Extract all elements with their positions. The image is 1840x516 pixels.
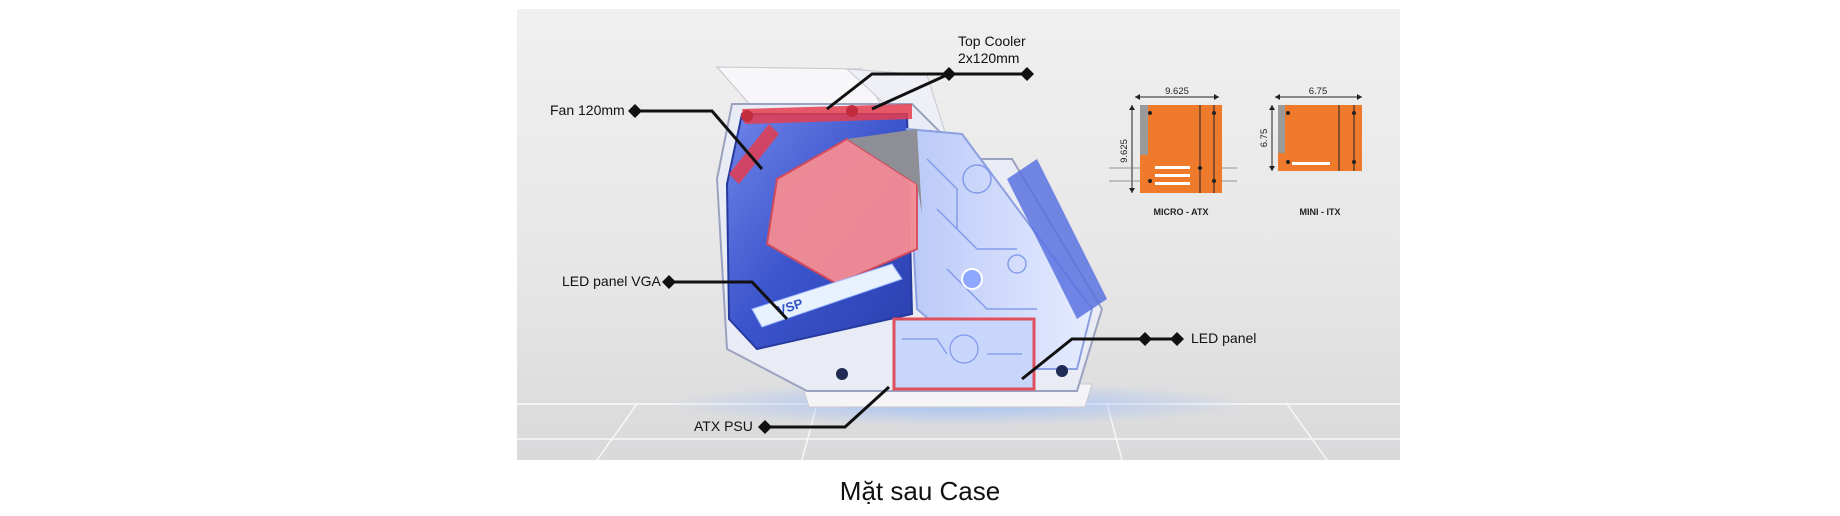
mini-itx-width: 6.75 [1309, 86, 1328, 97]
label-top-cooler: Top Cooler [958, 33, 1026, 49]
label-led-panel: LED panel [1191, 330, 1256, 346]
product-figure: VSP [517, 9, 1400, 460]
micro-atx-diagram: 9.625 9.625 MICRO - ATX [1109, 86, 1237, 217]
pc-case: VSP [715, 66, 1107, 408]
highlight-fan [729, 124, 779, 184]
label-top-cooler-size: 2x120mm [958, 50, 1019, 66]
mini-itx-diagram: 6.75 6.75 MINI - ITX [1259, 86, 1362, 217]
micro-atx-width: 9.625 [1165, 86, 1189, 97]
highlight-top-cooler [742, 104, 912, 124]
mini-itx-height: 6.75 [1259, 129, 1270, 148]
callout-diamonds [628, 67, 1184, 434]
label-atx-psu: ATX PSU [694, 418, 753, 434]
mini-itx-label: MINI - ITX [1300, 207, 1341, 217]
micro-atx-label: MICRO - ATX [1154, 207, 1209, 217]
image-caption: Mặt sau Case [839, 476, 1001, 506]
label-led-panel-vga: LED panel VGA [562, 273, 661, 289]
label-fan: Fan 120mm [550, 102, 625, 118]
micro-atx-height: 9.625 [1119, 139, 1130, 163]
